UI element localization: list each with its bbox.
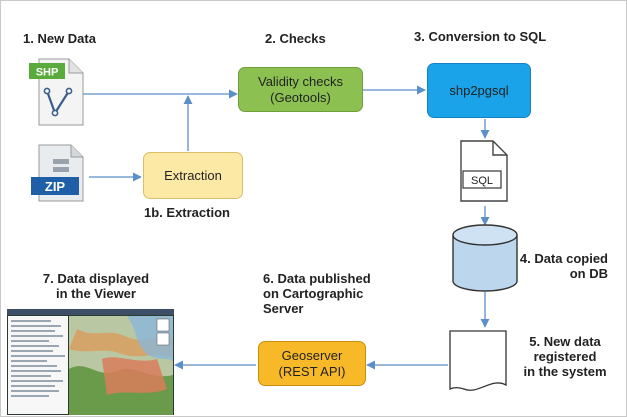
step-5-label: 5. New data registered in the system (509, 334, 621, 379)
step-5-line-3: in the system (523, 364, 607, 379)
step-4-line-2: on DB (569, 266, 608, 281)
validity-checks-line-1: Validity checks (257, 73, 343, 89)
zip-file-icon: ZIP (31, 144, 84, 202)
step-4-label: 4. Data copied on DB (506, 251, 608, 281)
step-5-line-1: 5. New data (529, 334, 601, 349)
geoserver-line-2: (REST API) (278, 363, 346, 379)
extraction-label: Extraction (164, 167, 222, 183)
step-6-line-3: Server (263, 301, 304, 316)
geoserver-line-1: Geoserver (281, 347, 343, 363)
validity-checks-line-2: (Geotools) (270, 89, 331, 105)
step-6-line-2: on Cartographic (263, 286, 364, 301)
step-1b-label: 1b. Extraction (144, 205, 230, 220)
step-6-line-1: 6. Data published (263, 271, 371, 286)
viewer-screenshot-thumbnail (7, 309, 174, 415)
database-icon (452, 224, 518, 292)
shp-file-icon: SHP (29, 58, 84, 126)
step-3-label: 3. Conversion to SQL (414, 29, 547, 44)
sql-tag-text: SQL (471, 175, 493, 187)
zip-tag-text: ZIP (45, 179, 66, 194)
step-5-line-2: registered (533, 349, 597, 364)
shp2pgsql-label: shp2pgsql (449, 82, 509, 98)
sql-file-icon: SQL (460, 140, 508, 202)
step-7-line-2: in the Viewer (56, 286, 136, 301)
extraction-box: Extraction (143, 152, 243, 199)
step-1-label: 1. New Data (23, 31, 96, 46)
geoserver-box: Geoserver (REST API) (258, 341, 366, 386)
step-2-label: 2. Checks (265, 31, 326, 46)
validity-checks-box: Validity checks (Geotools) (238, 67, 363, 112)
step-4-line-1: 4. Data copied (519, 251, 608, 266)
shp2pgsql-box: shp2pgsql (427, 63, 531, 118)
step-6-label: 6. Data published on Cartographic Server (263, 271, 371, 316)
shp-tag-text: SHP (36, 67, 59, 79)
registry-document-icon (449, 330, 507, 391)
step-7-label: 7. Data displayed in the Viewer (31, 271, 161, 301)
step-7-line-1: 7. Data displayed (42, 271, 150, 286)
